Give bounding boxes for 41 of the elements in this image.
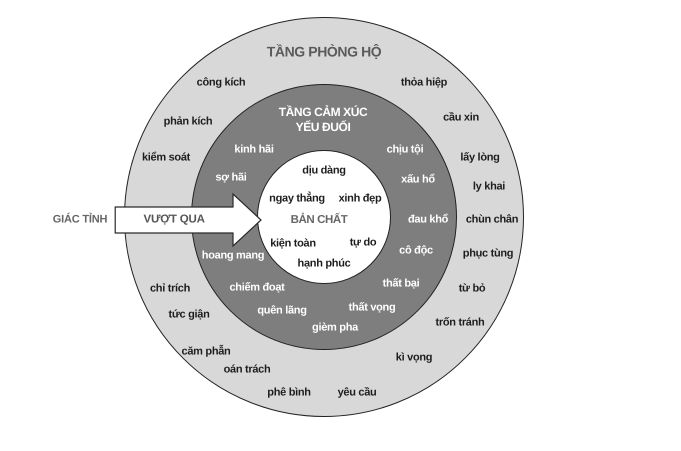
edge-label: VƯỢT QUA xyxy=(142,214,207,226)
ring-word: phản kích xyxy=(164,116,212,128)
core-word: hạnh phúc xyxy=(298,258,350,270)
ring-title: TẦNG CẢM XÚC YẾU ĐUỐI xyxy=(278,105,368,135)
ring-word: chỉ trích xyxy=(150,282,190,296)
ring-word: đau khổ xyxy=(408,214,448,226)
ring-word: kinh hãi xyxy=(234,144,274,156)
ring-word: gièm pha xyxy=(312,322,358,334)
ring-word: căm phẫn xyxy=(182,346,230,358)
ring-word: công kích xyxy=(196,76,246,90)
ring-word: sợ hãi xyxy=(215,172,247,184)
ring-title: TẦNG PHÒNG HỘ xyxy=(266,44,382,60)
ring-word: cô độc xyxy=(399,244,433,258)
ring-word: phê bình xyxy=(267,386,311,400)
ring-word: hoang mang xyxy=(202,250,264,262)
ring-word: kiểm soát xyxy=(142,152,190,164)
ring-word: chịu tội xyxy=(386,144,424,156)
ring-word: cầu xin xyxy=(443,112,479,124)
core-word: tự do xyxy=(350,236,376,250)
ring-word: trốn tránh xyxy=(436,316,484,330)
ring-word: chùn chân xyxy=(466,214,518,226)
ring-word: quên lãng xyxy=(257,304,307,318)
ring-word: thất bại xyxy=(382,278,420,290)
core-word: dịu dàng xyxy=(302,164,346,178)
ring-word: lấy lòng xyxy=(460,152,500,164)
ring-word: chiếm đoạt xyxy=(229,282,285,294)
ring-word: phục tùng xyxy=(462,248,514,260)
start-label: GIÁC TỈNH xyxy=(52,214,108,226)
ring-word: thỏa hiệp xyxy=(400,76,448,90)
ring-word: ly khai xyxy=(472,180,506,194)
core-word: ngay thẳng xyxy=(269,192,325,206)
ring-word: yêu cầu xyxy=(338,386,376,400)
ring-word: oán trách xyxy=(224,364,270,376)
ring-word: kì vọng xyxy=(396,352,432,364)
ring-word: tức giận xyxy=(168,308,210,322)
core-word: xinh đẹp xyxy=(338,192,382,206)
ring-word: thất vọng xyxy=(348,302,396,314)
core-title: BẢN CHẤT xyxy=(290,212,348,228)
core-word: kiện toàn xyxy=(270,238,316,250)
ring-word: từ bỏ xyxy=(458,282,486,296)
ring-word: xấu hổ xyxy=(401,174,435,186)
